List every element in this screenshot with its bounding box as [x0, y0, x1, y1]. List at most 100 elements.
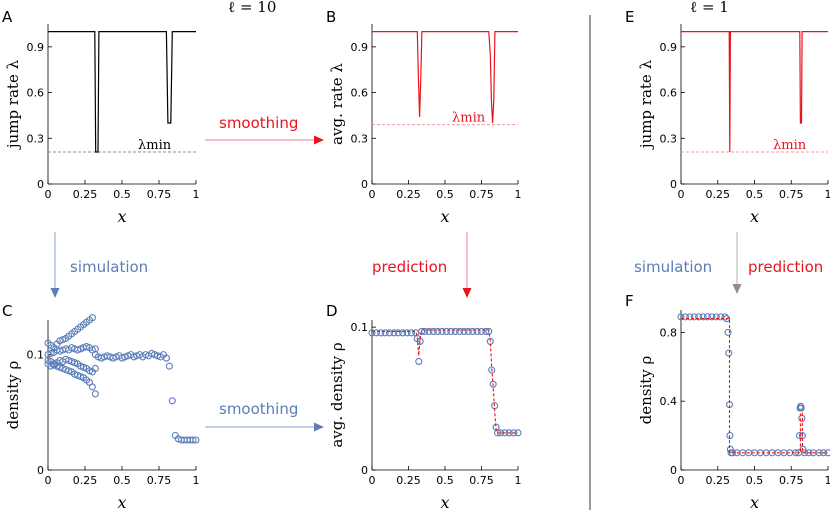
- y-tick-label: 0.9: [660, 41, 678, 54]
- data-point: [800, 449, 809, 457]
- panel-letter-a: A: [2, 8, 13, 26]
- x-tick-label: 0.5: [436, 188, 454, 201]
- panel-letter-e: E: [625, 8, 634, 26]
- data-point: [699, 313, 707, 321]
- data-point: [456, 327, 464, 335]
- data-point: [797, 404, 805, 412]
- lambda-min-annotation: λmin: [138, 138, 172, 153]
- data-point: [485, 327, 493, 335]
- x-tick-label: 0: [678, 188, 685, 201]
- series-line: [48, 31, 196, 153]
- x-tick-label: 0: [45, 188, 52, 201]
- arrow-label-simulation-right: simulation: [634, 258, 712, 276]
- data-point: [438, 327, 446, 335]
- data-point: [451, 327, 459, 335]
- x-tick-label: 0.5: [113, 474, 131, 487]
- data-point: [415, 357, 423, 365]
- arrow-label-prediction-right: prediction: [748, 258, 823, 276]
- x-tick-label: 0.25: [396, 474, 421, 487]
- panel-letter-f: F: [625, 292, 634, 310]
- header-ell-1: ℓ = 1: [690, 0, 729, 16]
- data-point: [815, 449, 823, 457]
- data-point: [399, 329, 407, 337]
- series-line: [681, 318, 828, 454]
- data-point: [91, 390, 99, 398]
- arrow-prediction-mid: prediction: [372, 232, 472, 298]
- data-point: [192, 436, 200, 444]
- y-axis-label: avg. density ρ: [328, 342, 346, 447]
- arrow-label-smoothing-bottom: smoothing: [219, 400, 298, 418]
- data-point: [473, 327, 481, 335]
- y-tick-label: 0.4: [660, 395, 678, 408]
- x-tick-label: 0: [45, 474, 52, 487]
- data-point: [681, 313, 689, 321]
- data-point: [429, 327, 437, 335]
- y-tick-label: 0.6: [660, 87, 678, 100]
- series-line: [372, 329, 518, 434]
- x-axis-label: x: [117, 207, 126, 226]
- data-point: [724, 328, 732, 336]
- data-point: [394, 329, 402, 337]
- x-tick-label: 1: [825, 188, 830, 201]
- data-point: [162, 354, 170, 362]
- series-line: [681, 31, 828, 153]
- data-point: [725, 349, 733, 357]
- y-axis-label: density ρ: [637, 355, 655, 424]
- data-point: [88, 314, 96, 322]
- y-tick-label: 0.3: [351, 132, 369, 145]
- x-tick-label: 0: [678, 474, 685, 487]
- data-point: [368, 329, 376, 337]
- x-tick-label: 0.25: [706, 188, 731, 201]
- data-point: [407, 329, 415, 337]
- data-point: [168, 397, 176, 405]
- data-point: [464, 327, 472, 335]
- y-tick-label: 0: [670, 464, 677, 477]
- data-point: [703, 313, 712, 321]
- series-line: [372, 31, 518, 124]
- data-point: [88, 383, 96, 391]
- x-tick-label: 0.75: [147, 188, 172, 201]
- x-tick-label: 1: [193, 188, 200, 201]
- x-tick-label: 1: [193, 474, 200, 487]
- data-point: [477, 327, 486, 335]
- data-point: [91, 345, 99, 353]
- arrow-smoothing-bottom: smoothing: [205, 400, 324, 432]
- y-tick-label: 0.3: [660, 132, 678, 145]
- arrow-simulation-left: simulation: [50, 232, 148, 298]
- x-tick-label: 0: [369, 188, 376, 201]
- y-tick-label: 0: [361, 178, 368, 191]
- x-tick-label: 0.25: [396, 188, 421, 201]
- data-point: [385, 329, 394, 337]
- data-point: [418, 327, 426, 335]
- data-point: [434, 327, 442, 335]
- x-tick-label: 0.5: [436, 474, 454, 487]
- data-point: [798, 414, 806, 422]
- x-tick-label: 0.5: [113, 188, 131, 201]
- x-tick-label: 0.5: [746, 188, 764, 201]
- data-point: [377, 329, 385, 337]
- data-point: [91, 364, 99, 373]
- x-axis-label: x: [440, 207, 449, 226]
- y-tick-label: 0: [670, 178, 677, 191]
- y-tick-label: 0.6: [27, 87, 45, 100]
- x-axis-label: x: [440, 493, 449, 512]
- y-axis-label: density ρ: [4, 360, 22, 429]
- y-tick-label: 0: [37, 178, 44, 191]
- data-point: [442, 327, 451, 335]
- panel-letter-d: D: [326, 302, 338, 320]
- x-tick-label: 0: [369, 474, 376, 487]
- lambda-min-annotation: λmin: [773, 138, 807, 153]
- data-point: [721, 313, 729, 321]
- x-tick-label: 1: [515, 188, 522, 201]
- data-point: [381, 329, 389, 337]
- lambda-min-annotation: λmin: [452, 111, 486, 126]
- data-point: [712, 313, 720, 321]
- x-tick-label: 0.75: [469, 188, 494, 201]
- y-axis-label: avg. rate λ: [328, 63, 346, 145]
- y-tick-label: 0.1: [351, 321, 369, 334]
- data-point: [690, 313, 698, 321]
